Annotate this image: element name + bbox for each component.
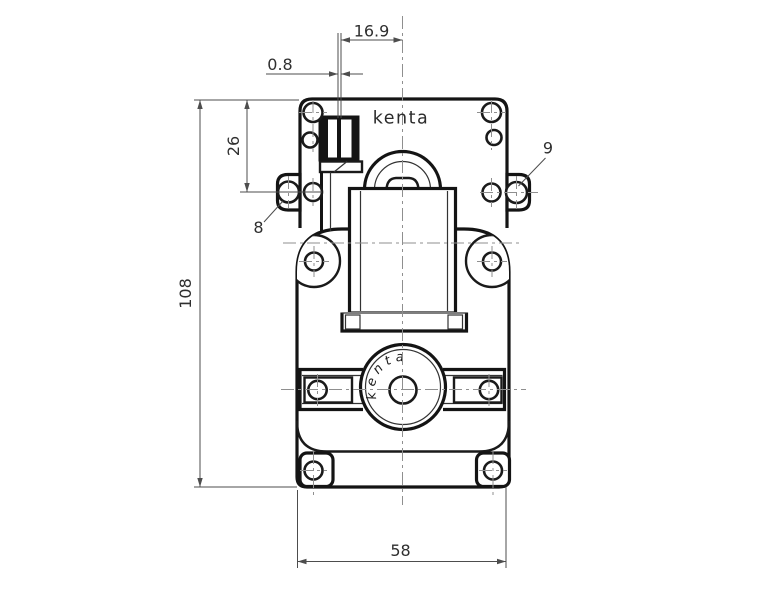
dimensions: 16.9 0.8 26 108 58 8 9	[176, 22, 553, 568]
dim-ear-span-label: 26	[224, 136, 243, 156]
dim-overall-height-label: 108	[176, 278, 195, 309]
housing-brand-label: kenta	[373, 109, 429, 129]
ref-left-ear-hole-label: 8	[253, 218, 263, 237]
terminal-slot	[341, 119, 352, 158]
screw-hole	[301, 131, 319, 149]
dim-shaft-offset-label: 16.9	[354, 22, 390, 41]
dim-wall-gap-label: 0.8	[267, 55, 292, 74]
terminal-block	[318, 115, 364, 231]
terminal-slot	[328, 119, 337, 158]
dim-base-width-label: 58	[390, 541, 410, 560]
centerlines	[281, 16, 538, 505]
ref-right-ear-hole-label: 9	[543, 139, 553, 158]
screw-hole	[485, 128, 503, 147]
motor-flange	[340, 312, 469, 333]
